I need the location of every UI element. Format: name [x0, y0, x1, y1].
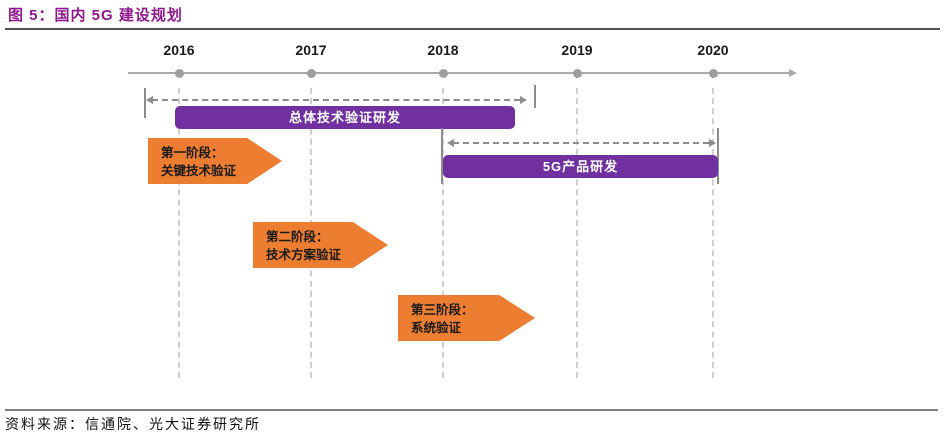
- gridline-2018: [442, 88, 444, 378]
- stage3-title: 第三阶段：: [411, 303, 474, 317]
- product-span-arrow-left-icon: [447, 139, 454, 147]
- overall-span-left-tick: [144, 88, 146, 118]
- timeline-axis: [128, 72, 790, 74]
- year-label-2016: 2016: [163, 42, 195, 58]
- stage3-subtitle: 系统验证: [411, 321, 462, 336]
- gridline-2020: [712, 88, 714, 378]
- stage3-arrow: 第三阶段： 系统验证: [398, 295, 535, 341]
- axis-dot-2019: [573, 69, 582, 78]
- product-span-dashed-line: [453, 142, 709, 144]
- overall-span-dashed-line: [152, 99, 520, 101]
- gridline-2019: [576, 88, 578, 378]
- product-span-right-tick: [717, 128, 719, 184]
- stage2-subtitle: 技术方案验证: [266, 248, 342, 263]
- stage1-title: 第一阶段：: [161, 146, 224, 160]
- year-label-2020: 2020: [697, 42, 729, 58]
- overall-span-right-tick: [534, 85, 536, 108]
- axis-dot-2016: [175, 69, 184, 78]
- overall-span-arrow-left-icon: [146, 96, 153, 104]
- stage1-subtitle: 关键技术验证: [161, 164, 237, 179]
- source-divider: [5, 409, 938, 411]
- stage1-arrow: 第一阶段： 关键技术验证: [148, 138, 282, 184]
- year-label-2018: 2018: [427, 42, 459, 58]
- axis-dot-2020: [709, 69, 718, 78]
- year-label-2019: 2019: [561, 42, 593, 58]
- timeline-arrowhead-icon: [789, 69, 797, 77]
- bar-5g-product: 5G产品研发: [443, 155, 718, 178]
- gridline-2016: [178, 88, 180, 378]
- stage2-arrow: 第二阶段： 技术方案验证: [253, 222, 388, 268]
- year-label-2017: 2017: [295, 42, 327, 58]
- product-span-left-tick: [441, 128, 443, 184]
- title-divider: [5, 28, 940, 30]
- product-span-arrow-right-icon: [709, 139, 716, 147]
- axis-dot-2017: [307, 69, 316, 78]
- axis-dot-2018: [439, 69, 448, 78]
- source-note: 资料来源：信通院、光大证券研究所: [5, 418, 261, 433]
- overall-span-arrow-right-icon: [520, 96, 527, 104]
- figure-title: 图 5：国内 5G 建设规划: [8, 7, 183, 24]
- bar-overall-verification: 总体技术验证研发: [175, 106, 515, 129]
- stage2-title: 第二阶段：: [266, 230, 329, 244]
